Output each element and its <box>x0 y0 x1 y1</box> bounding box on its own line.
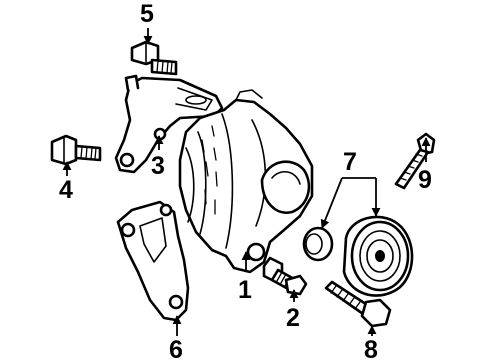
lower-bracket-6-icon <box>116 200 190 322</box>
callout-9: 9 <box>418 166 432 194</box>
leader-lines <box>62 28 431 336</box>
callout-3: 3 <box>151 152 165 180</box>
bolt-5-icon <box>130 40 178 76</box>
pulley-7-icon <box>302 215 414 297</box>
callout-6: 6 <box>169 336 183 360</box>
bolt-8-icon <box>324 280 392 328</box>
callout-2: 2 <box>286 304 300 332</box>
callout-8: 8 <box>364 336 378 360</box>
bolt-4-icon <box>50 134 102 166</box>
upper-bracket-3-icon <box>114 74 224 174</box>
callout-4: 4 <box>59 176 73 204</box>
bolt-2-icon <box>262 256 308 296</box>
alternator-1-icon <box>178 89 314 274</box>
callout-1: 1 <box>238 276 252 304</box>
callout-labels: 5 3 4 1 2 6 7 8 9 <box>59 0 432 360</box>
callout-7: 7 <box>343 148 357 176</box>
callout-5: 5 <box>140 0 154 28</box>
